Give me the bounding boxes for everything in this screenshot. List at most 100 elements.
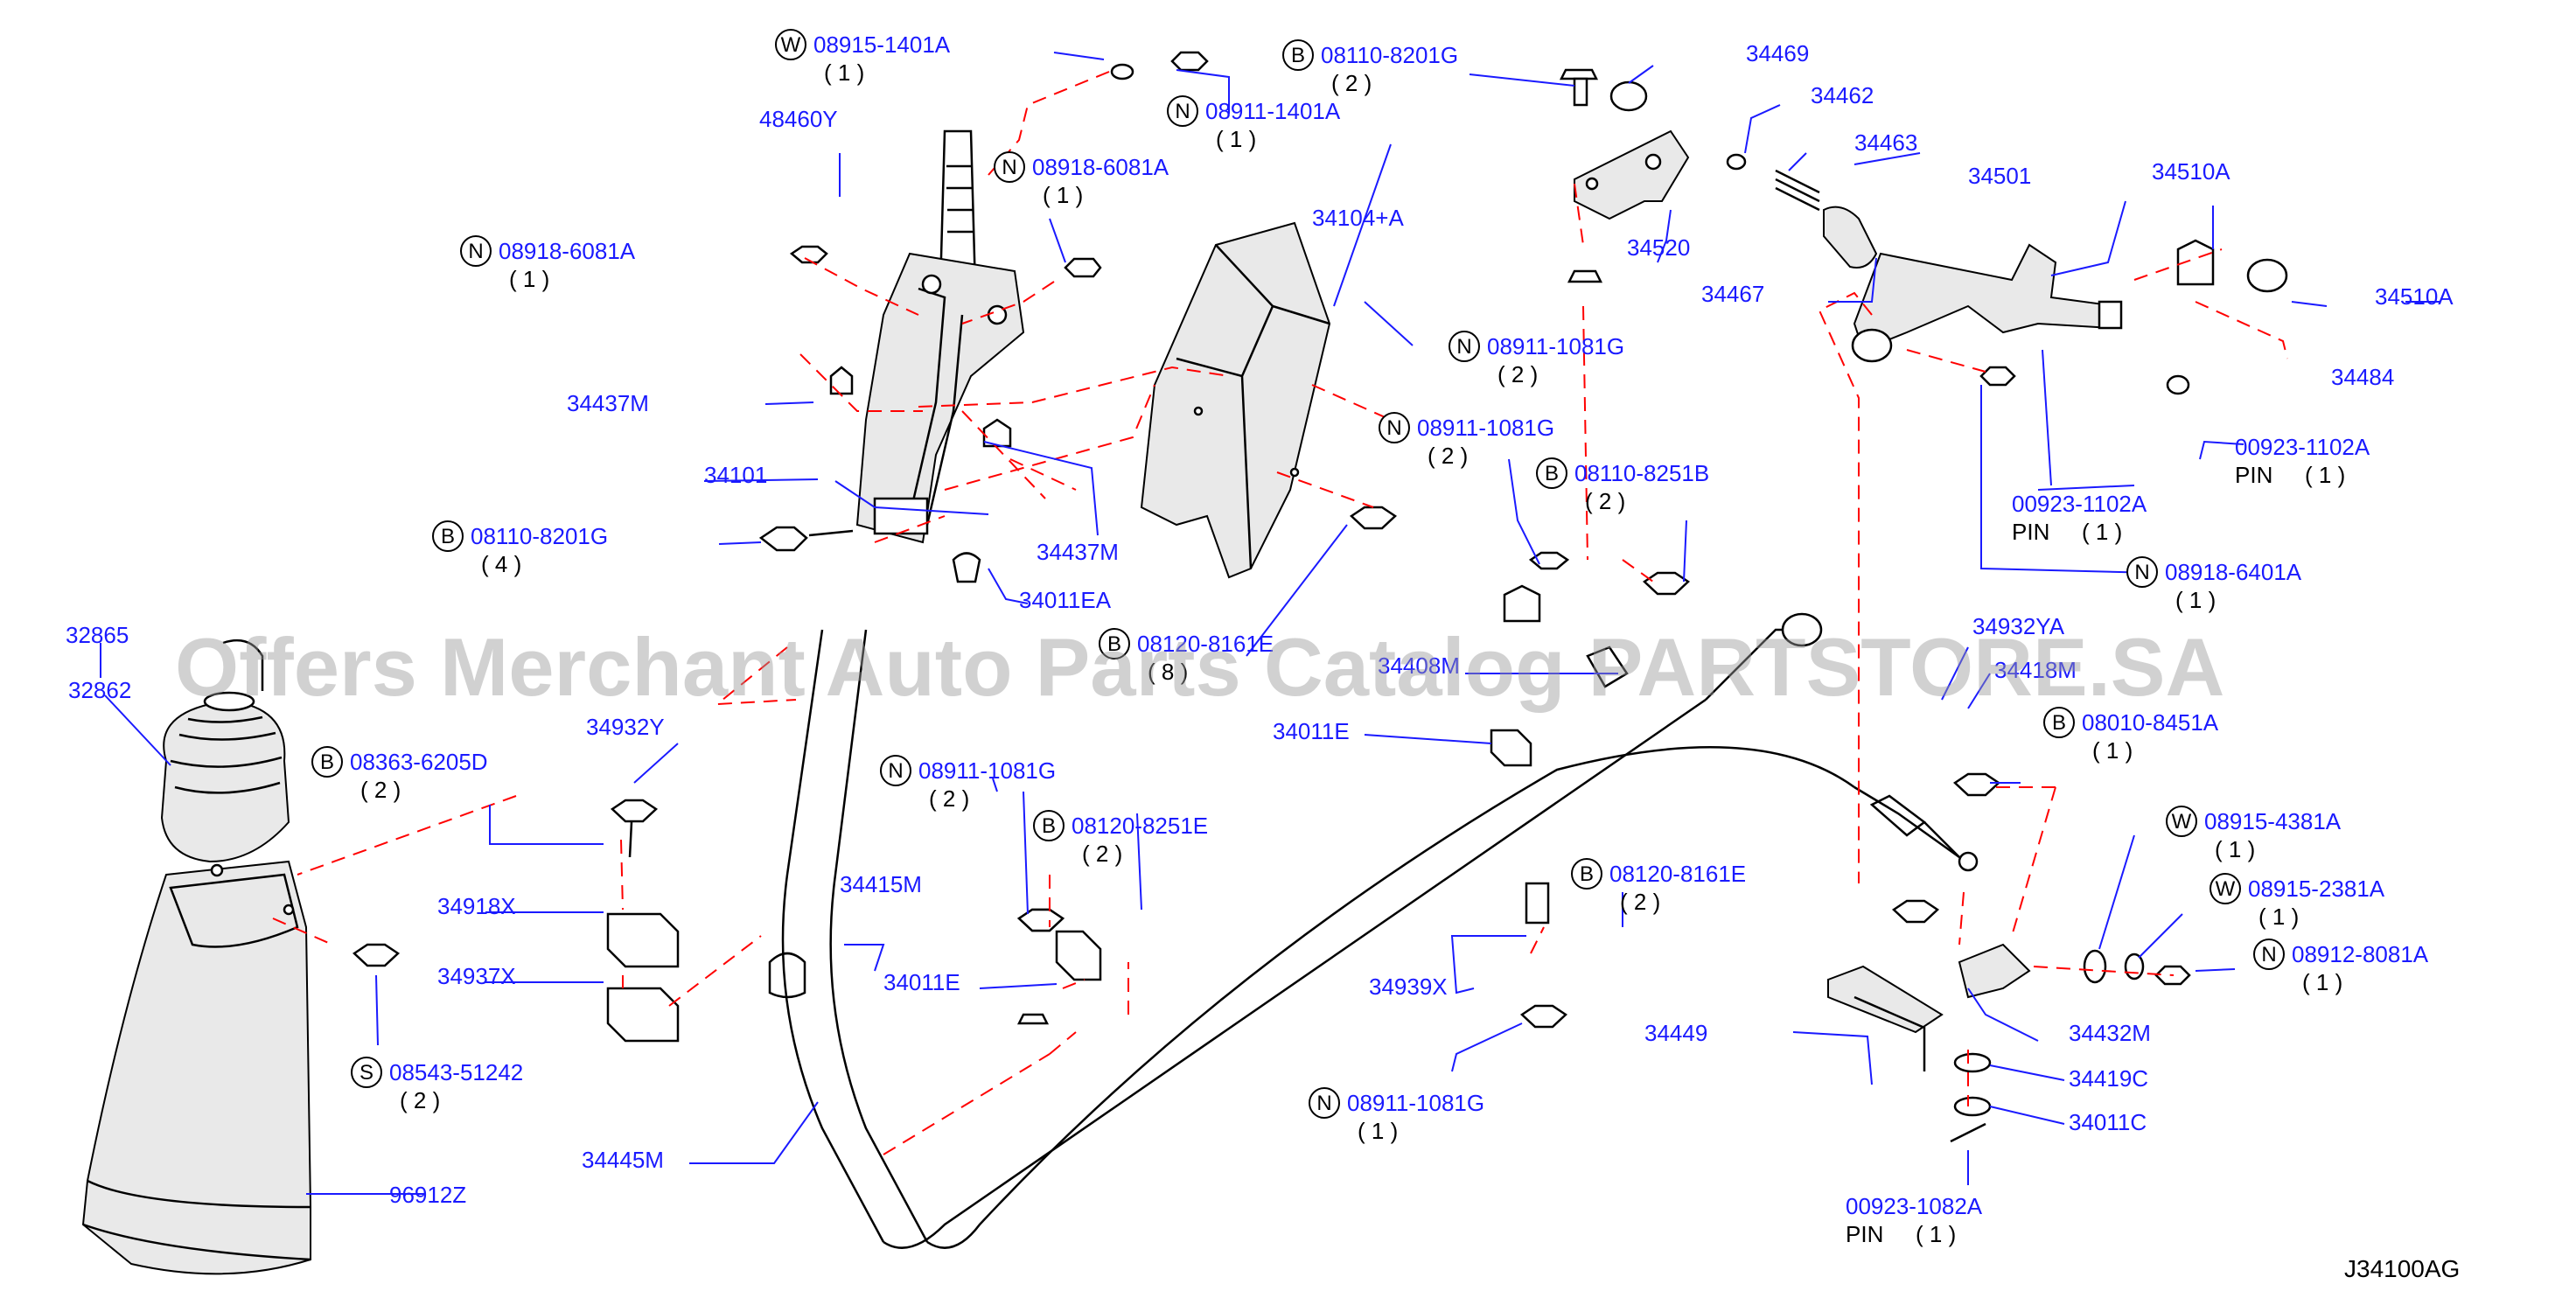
- part-number-c3: 48460Y: [759, 106, 838, 132]
- part-number-c52: 34445M: [582, 1147, 664, 1173]
- part-number-c21: 34437M: [1037, 539, 1119, 565]
- quantity-c41: ( 2 ): [1620, 889, 1660, 915]
- callout-c7-circle: [1282, 39, 1314, 71]
- part-number-c23: 08110-8201G: [471, 523, 608, 549]
- callout-c17-letter: N: [1456, 335, 1471, 359]
- callout-c23-circle: [432, 520, 464, 552]
- part-drawings: [81, 51, 2288, 1275]
- quantity-c34: ( 2 ): [360, 777, 401, 803]
- quantity-c1: ( 1 ): [824, 59, 864, 86]
- part-number-c51: 34011C: [2069, 1109, 2147, 1135]
- quantity-c42: ( 1 ): [2302, 969, 2342, 995]
- quantity-p3: ( 1 ): [2175, 587, 2216, 613]
- quantity-c36: ( 1 ): [2215, 836, 2255, 862]
- quantity-p2: ( 1 ): [2082, 519, 2122, 545]
- part-number-c40: 34415M: [840, 871, 922, 897]
- part-number-c25: 32865: [66, 622, 129, 648]
- part-number-c11: 34520: [1627, 234, 1690, 261]
- callout-c33-circle: [2043, 707, 2075, 738]
- callout-c38-circle: [2209, 873, 2241, 904]
- quantity-c33: ( 1 ): [2092, 737, 2133, 764]
- part-number-c29: 32862: [68, 677, 131, 703]
- callout-c5-letter: N: [468, 240, 483, 263]
- quantity-c35: ( 2 ): [929, 785, 969, 812]
- part-number-c5: 08918-6081A: [499, 238, 636, 264]
- callout-c42-circle: [2253, 939, 2285, 970]
- bracket-drawing: [1140, 221, 1331, 579]
- callout-c19-circle: [1379, 412, 1410, 443]
- lever-drawing: [1851, 243, 2123, 363]
- part-number-c15: 34510A: [2375, 283, 2454, 310]
- fastener-drawings: [352, 51, 2288, 1143]
- callout-c17-circle: [1449, 331, 1480, 362]
- part-number-c8: 34469: [1746, 40, 1809, 66]
- leader-lines: [100, 52, 2440, 1195]
- callout-c7-letter: B: [1291, 44, 1305, 67]
- part-number-c6: 34104+A: [1312, 205, 1404, 231]
- part-number-c27: 34408M: [1378, 652, 1460, 679]
- callout-c19-letter: N: [1386, 416, 1401, 440]
- quantity-c22: ( 2 ): [1585, 488, 1625, 514]
- pin-p3-letter: N: [2134, 561, 2149, 584]
- pin-label-p4: PIN: [1846, 1221, 1883, 1247]
- part-number-c20: 34101: [704, 462, 767, 488]
- quantity-c26: ( 8 ): [1148, 659, 1188, 685]
- part-number-c12: 34467: [1701, 281, 1764, 307]
- part-number-c36: 08915-4381A: [2204, 808, 2342, 834]
- callout-c4-circle: [994, 151, 1025, 183]
- callout-c26-circle: [1099, 628, 1130, 659]
- part-number-c26: 08120-8161E: [1137, 631, 1274, 657]
- callout-c38-letter: W: [2216, 877, 2236, 901]
- part-number-c10: 34463: [1854, 129, 1917, 156]
- pin-label-p2: PIN: [2012, 519, 2049, 545]
- part-number-c16: 34484: [2331, 364, 2394, 390]
- assembly-dashed-lines: [272, 71, 2288, 1155]
- part-number-c49: 34419C: [2069, 1065, 2148, 1092]
- part-number-c39: 34918X: [437, 893, 516, 919]
- quantity-c37: ( 2 ): [1082, 841, 1122, 867]
- callout-c34-circle: [311, 746, 343, 778]
- part-number-c46: 34449: [1644, 1020, 1707, 1046]
- part-number-c45: 34939X: [1369, 974, 1448, 1000]
- callout-c33-letter: B: [2052, 711, 2066, 735]
- part-number-c19: 08911-1081G: [1417, 415, 1554, 441]
- callout-c26-letter: B: [1107, 632, 1121, 656]
- watermark: Offers Merchant Auto Parts Catalog PARTS…: [175, 621, 2224, 713]
- part-number-p2: 00923-1102A: [2012, 491, 2147, 517]
- quantity-c48: ( 2 ): [400, 1087, 440, 1113]
- callout-c1-letter: W: [781, 33, 801, 57]
- cable-drawings: [781, 612, 1979, 1249]
- callout-c36-letter: W: [2172, 810, 2192, 834]
- callout-c22-circle: [1536, 457, 1567, 489]
- callout-c22-letter: B: [1545, 462, 1559, 485]
- callout-c2-circle: [1167, 95, 1198, 127]
- part-number-c32: 34011E: [1273, 718, 1350, 744]
- callout-c48-circle: [351, 1057, 382, 1088]
- shifter-assembly-drawing: [855, 129, 1025, 544]
- part-number-c37: 08120-8251E: [1072, 813, 1208, 839]
- part-number-p1: 00923-1102A: [2235, 434, 2370, 460]
- callout-c34-letter: B: [320, 750, 334, 774]
- quantity-c4: ( 1 ): [1043, 182, 1083, 208]
- part-number-c43: 34937X: [437, 963, 516, 989]
- part-number-c4: 08918-6081A: [1032, 154, 1169, 180]
- callout-c41-circle: [1571, 858, 1602, 890]
- callout-c41-letter: B: [1580, 862, 1594, 886]
- callout-c5-circle: [460, 235, 492, 267]
- part-number-c18: 34437M: [567, 390, 649, 416]
- diagram-code: J34100AG: [2344, 1255, 2460, 1282]
- callout-c37-letter: B: [1042, 814, 1056, 838]
- shift-boot-drawing: [160, 639, 290, 863]
- part-number-c14: 34510A: [2152, 158, 2230, 185]
- part-number-p4: 00923-1082A: [1846, 1193, 1983, 1219]
- pin-p3-circle: [2126, 556, 2158, 588]
- quantity-c50: ( 1 ): [1358, 1118, 1398, 1144]
- callout-c2-letter: N: [1175, 100, 1190, 123]
- callout-c35-circle: [880, 755, 911, 786]
- part-number-c42: 08912-8081A: [2292, 941, 2429, 967]
- callout-c48-letter: S: [360, 1061, 373, 1085]
- console-drawing: [81, 860, 311, 1275]
